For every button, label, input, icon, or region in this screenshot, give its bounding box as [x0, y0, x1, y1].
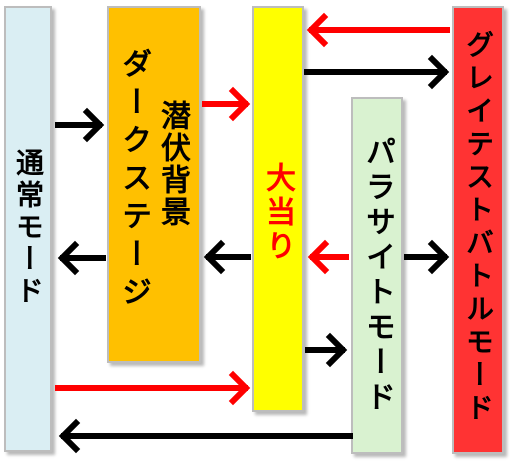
parasite-mode-box — [351, 97, 403, 454]
arrow-normal-to-dark — [55, 107, 105, 143]
arrow-normal-to-jackpot — [55, 370, 251, 406]
normal-mode-box — [4, 6, 52, 452]
arrow-jackpot-to-dark — [203, 239, 251, 275]
arrow-jackpot-to-greatest — [304, 54, 450, 90]
arrow-parasite-to-normal — [58, 418, 353, 454]
arrow-dark-to-jackpot — [202, 86, 251, 122]
jackpot-box — [252, 6, 304, 412]
arrow-dark-to-normal — [57, 240, 106, 276]
greatest-battle-mode-box — [452, 6, 504, 454]
dark-stage-subtitle-label: 潜伏背景 — [155, 100, 190, 228]
parasite-mode-label: パラサイトモード — [360, 136, 395, 416]
arrow-jackpot-to-parasite — [305, 332, 348, 368]
arrow-parasite-to-greatest — [404, 239, 450, 275]
arrow-parasite-to-jackpot — [307, 239, 349, 275]
jackpot-label: 大当り — [260, 162, 295, 264]
greatest-battle-mode-label: グレイテストバトルモード — [462, 30, 495, 426]
dark-stage-label: ダークステージ — [116, 48, 151, 314]
normal-mode-label: 通常モード — [12, 148, 45, 308]
arrow-greatest-to-jackpot — [306, 12, 450, 48]
dark-stage-box — [107, 6, 201, 363]
